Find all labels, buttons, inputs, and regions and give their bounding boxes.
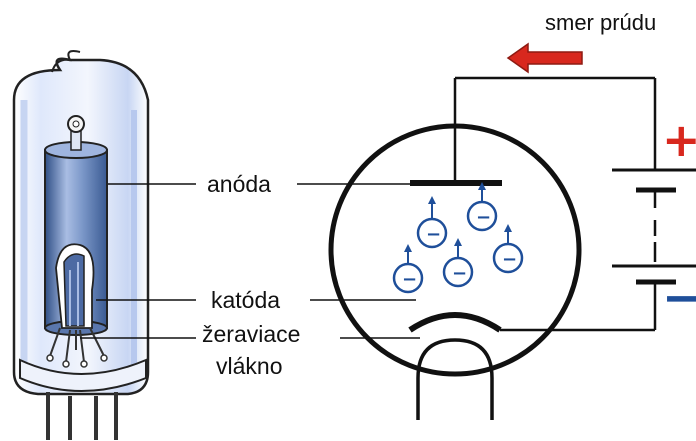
anode-label: anóda (207, 171, 271, 197)
electron-icon: − (416, 196, 448, 249)
anode-cylinder (44, 115, 108, 336)
minus-sign: − (662, 270, 696, 326)
current-direction-label: smer prúdu (545, 10, 656, 35)
svg-text:−: − (452, 263, 467, 284)
heater-filament (416, 338, 494, 420)
leader-lines (80, 183, 420, 339)
cathode-arc (408, 312, 502, 333)
vacuum-tube-illustration (12, 50, 150, 440)
svg-text:−: − (426, 224, 441, 245)
battery-symbol (612, 168, 696, 285)
electron-icon: − (392, 244, 424, 294)
electron-icon: − (466, 182, 498, 232)
electron-icon: − (442, 238, 474, 288)
plus-sign: + (662, 113, 696, 167)
electrons: − − − − − (392, 182, 524, 294)
heater-label-line1: žeraviace (202, 321, 300, 347)
electron-icon: − (492, 224, 524, 274)
heater-label-line2: vlákno (216, 353, 282, 379)
svg-text:−: − (502, 249, 517, 270)
diode-schematic (328, 76, 657, 420)
cathode-label: katóda (211, 287, 280, 313)
svg-text:−: − (402, 269, 417, 290)
anode-plate (410, 180, 502, 186)
current-direction-arrow (506, 42, 583, 74)
svg-text:−: − (476, 207, 491, 228)
